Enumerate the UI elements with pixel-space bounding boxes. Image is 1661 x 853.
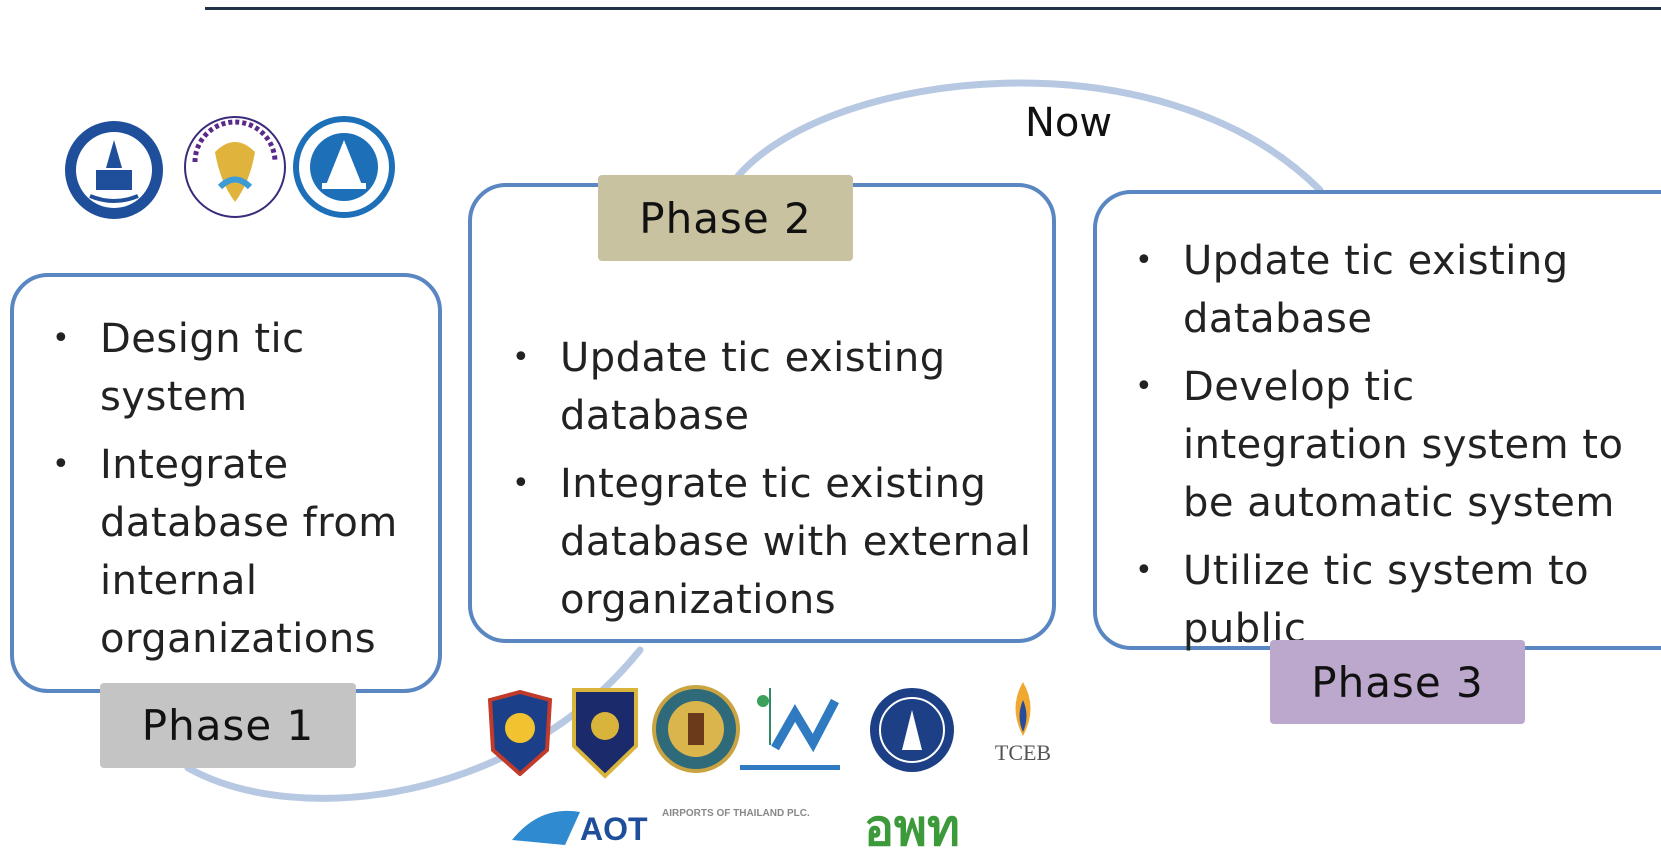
header-rule	[205, 7, 1661, 10]
phase-2-list: Update tic existing database Integrate t…	[512, 329, 1040, 629]
tat-logo-icon	[293, 116, 395, 218]
list-item: Develop tic integration system to be aut…	[1135, 358, 1653, 532]
phase-2-box: Update tic existing database Integrate t…	[468, 183, 1056, 643]
phase-1-list: Design tic system Integrate database fro…	[52, 310, 430, 668]
phase-3-label: Phase 3	[1270, 640, 1525, 724]
tourist-police-badge-icon	[487, 690, 553, 776]
bank-of-thailand-seal-icon	[870, 688, 954, 772]
phase-2-label: Phase 2	[598, 175, 853, 261]
ministry-seal-icon	[65, 121, 163, 219]
tceb-wordmark: TCEB	[995, 740, 1051, 765]
list-item: Update tic existing database	[512, 329, 1040, 445]
aot-subtitle: AIRPORTS OF THAILAND PLC.	[662, 808, 810, 819]
phase-1-box: Design tic system Integrate database fro…	[10, 273, 442, 693]
list-item: Update tic existing database	[1135, 232, 1653, 348]
list-item: Design tic system	[52, 310, 430, 426]
phase-3-box: Update tic existing database Develop tic…	[1093, 190, 1661, 652]
office-seal-icon	[652, 685, 740, 773]
dasta-logo-icon: อพท	[864, 799, 960, 853]
immigration-badge-icon	[572, 688, 638, 779]
now-marker: Now	[1025, 100, 1113, 146]
aot-wordmark: AOT	[580, 811, 648, 847]
statistical-office-logo-icon	[740, 688, 840, 770]
phase-3-list: Update tic existing database Develop tic…	[1135, 232, 1653, 660]
list-item: Integrate database from internal organiz…	[52, 436, 430, 668]
aot-logo-icon: AOT	[512, 810, 648, 847]
phase-1-label: Phase 1	[100, 683, 356, 768]
department-of-tourism-logo-icon	[184, 116, 286, 218]
list-item: Integrate tic existing database with ext…	[512, 455, 1040, 629]
list-item: Utilize tic system to public	[1135, 542, 1653, 658]
dasta-wordmark: อพท	[864, 799, 960, 853]
tceb-logo-icon: TCEB	[995, 682, 1051, 765]
